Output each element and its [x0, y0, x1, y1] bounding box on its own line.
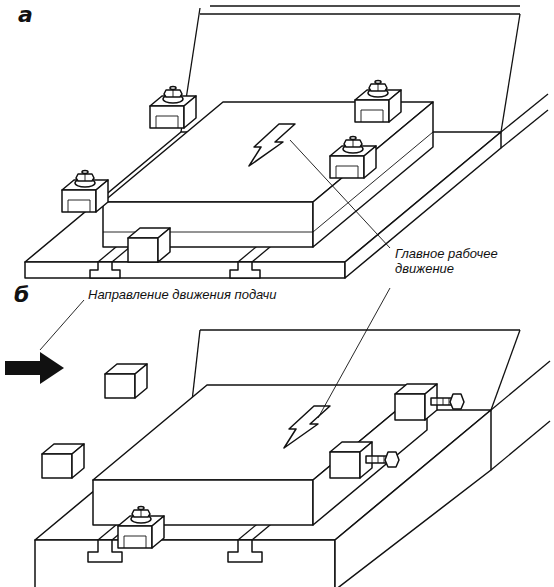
machine-table: [35, 540, 335, 587]
workpiece: [93, 385, 427, 525]
workpiece: [93, 480, 313, 525]
callout-note: Главное рабочее движение: [393, 246, 515, 278]
clamping-illustration: [249, 124, 295, 166]
machine-table: [35, 330, 550, 587]
clamping-illustration: [330, 442, 399, 478]
machine-table: [25, 6, 548, 278]
clamping-illustration: [355, 81, 401, 123]
t-slot: [228, 540, 262, 562]
machine-table: [210, 5, 520, 6]
machine-table: [25, 262, 345, 278]
clamping-illustration: [118, 507, 164, 549]
t-slot: [88, 540, 122, 562]
workpiece: [313, 102, 433, 247]
leader-line: [318, 288, 390, 418]
clamping-illustration: [105, 364, 147, 398]
leader-line: [290, 140, 390, 248]
feed-arrow: [5, 352, 64, 384]
clamping-illustration: [284, 406, 330, 448]
callout-note: Направление движения подачи: [86, 287, 278, 304]
clamping-illustration: [42, 444, 84, 478]
machine-table: [491, 330, 520, 410]
clamping-illustration: [150, 87, 196, 129]
t-slot: [230, 262, 260, 278]
clamping-illustration: [62, 171, 108, 213]
view-letter: а: [18, 2, 33, 27]
clamping-illustration: [330, 137, 376, 179]
machine-table: [491, 421, 550, 470]
machine-table: [501, 110, 548, 148]
view-letter: б: [14, 282, 29, 307]
workpiece: [313, 132, 433, 232]
t-slot: [90, 262, 120, 278]
clamping-illustration: [395, 384, 464, 420]
machine-table: [501, 94, 548, 132]
leader-line: [40, 300, 84, 350]
leader-line: [40, 140, 390, 418]
machine-table: [501, 14, 520, 132]
clamping-illustration: [128, 228, 170, 262]
machine-table: [200, 329, 520, 330]
machine-table: [200, 13, 520, 14]
